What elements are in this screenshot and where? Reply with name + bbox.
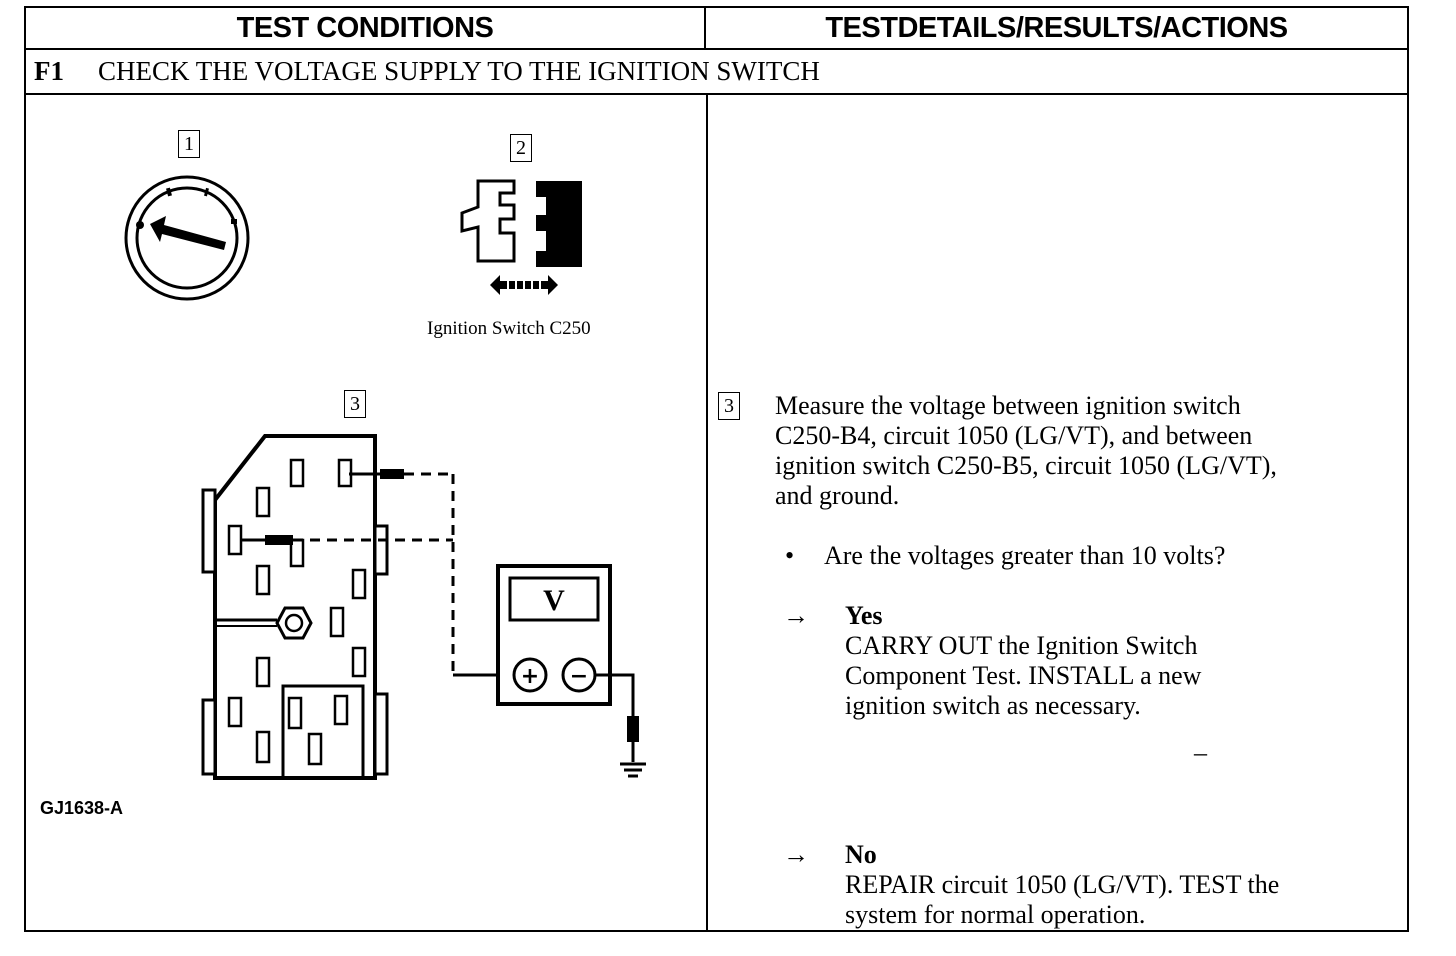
meter-plus-terminal: + (521, 664, 539, 689)
no-action: REPAIR circuit 1050 (LG/VT). TEST the sy… (845, 870, 1279, 930)
yes-action-line: ignition switch as necessary. (845, 691, 1141, 720)
instruction-line: and ground. (775, 481, 900, 510)
yes-action: CARRY OUT the Ignition Switch Component … (845, 631, 1201, 721)
connector-c250-icon (460, 179, 582, 295)
figure-label-1: 1 (178, 130, 200, 158)
question-text: Are the voltages greater than 10 volts? (824, 541, 1226, 570)
instruction-line: Measure the voltage between ignition swi… (775, 391, 1241, 420)
meter-minus-terminal: − (570, 664, 588, 689)
ignition-switch-body-diagram: V + − (201, 434, 646, 780)
detail-step-label: 3 (718, 392, 740, 420)
figure-id: GJ1638-A (40, 798, 124, 818)
header-test-conditions: TEST CONDITIONS (26, 8, 706, 50)
connector-caption: Ignition Switch C250 (427, 318, 591, 339)
ignition-key-dial-icon (124, 175, 250, 301)
meter-letter: V (543, 584, 565, 617)
no-arrow-icon: → (783, 840, 809, 869)
no-action-line: system for normal operation. (845, 900, 1146, 929)
no-label: No (845, 840, 877, 869)
stray-dash: – (1194, 738, 1207, 767)
instruction-line: ignition switch C250-B5, circuit 1050 (L… (775, 451, 1277, 480)
bullet-icon: • (785, 541, 795, 570)
test-table: TEST CONDITIONS TESTDETAILS/RESULTS/ACTI… (24, 6, 1409, 932)
step-code: F1 (34, 56, 64, 86)
yes-action-line: CARRY OUT the Ignition Switch (845, 631, 1198, 660)
figure-label-2: 2 (510, 134, 532, 162)
step-row: F1 CHECK THE VOLTAGE SUPPLY TO THE IGNIT… (26, 50, 1407, 95)
measure-instruction: Measure the voltage between ignition swi… (775, 391, 1277, 511)
yes-action-line: Component Test. INSTALL a new (845, 661, 1202, 690)
column-divider (706, 95, 708, 930)
yes-label: Yes (845, 601, 883, 630)
no-action-line: REPAIR circuit 1050 (LG/VT). TEST the (845, 870, 1280, 899)
yes-arrow-icon: → (783, 601, 809, 630)
header-test-details: TESTDETAILS/RESULTS/ACTIONS (706, 8, 1407, 50)
instruction-line: C250-B4, circuit 1050 (LG/VT), and betwe… (775, 421, 1253, 450)
step-title: CHECK THE VOLTAGE SUPPLY TO THE IGNITION… (98, 56, 820, 86)
figure-label-3: 3 (344, 390, 366, 418)
